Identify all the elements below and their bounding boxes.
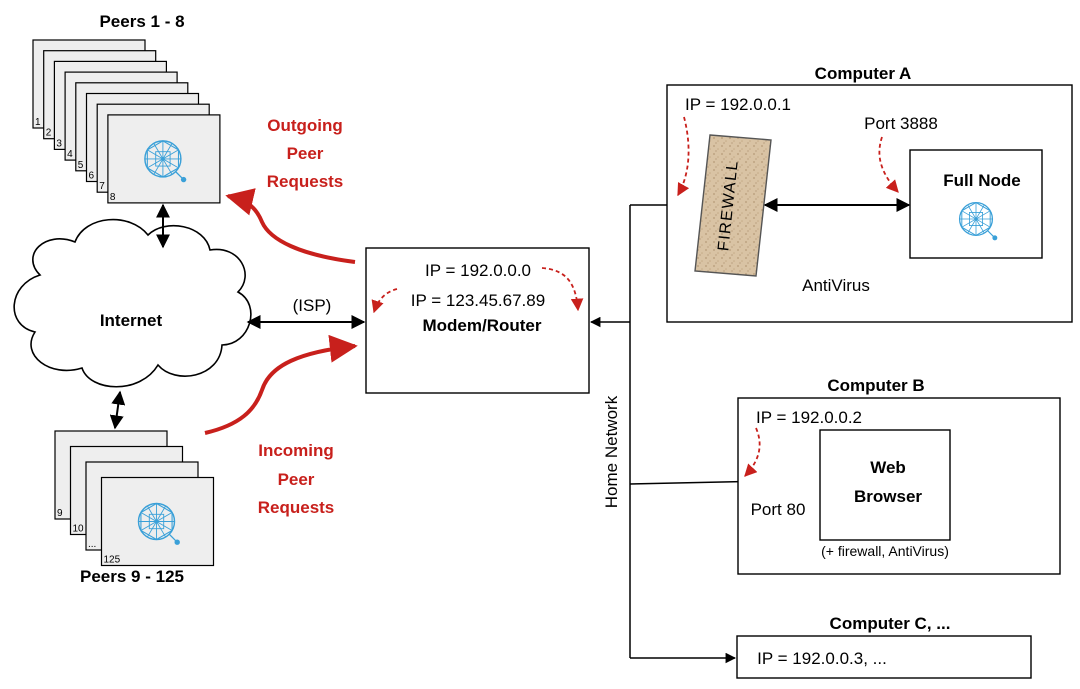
computer-c-box: [736, 635, 1032, 679]
peer-card-number: 125: [104, 555, 121, 566]
peer-card: [107, 114, 221, 204]
computer-c-title: Computer C, ...: [830, 614, 951, 633]
peer-stack-bottom: 9 10... 125: [54, 430, 215, 567]
computer-b-note: (+ firewall, AntiVirus): [821, 543, 949, 559]
outgoing-arrow: [225, 188, 356, 264]
isp-label: (ISP): [293, 296, 332, 315]
peers-bottom-title: Peers 9 - 125: [80, 567, 184, 586]
router-label: Modem/Router: [423, 316, 542, 335]
router-ip-local: IP = 192.0.0.0: [425, 261, 531, 280]
router-box: [365, 247, 590, 394]
computer-a-ip: IP = 192.0.0.1: [685, 95, 791, 114]
outgoing-label-2: Peer: [287, 144, 324, 163]
computer-a-ip-arrow: [677, 116, 690, 197]
router-nat-arrow-left: [371, 288, 398, 314]
router-nat-arrow-right: [541, 267, 584, 312]
web-browser-box: [819, 429, 951, 541]
internet-label: Internet: [100, 311, 163, 330]
computer-a-antivirus: AntiVirus: [802, 276, 870, 295]
web-browser-label-1: Web: [870, 458, 906, 477]
peer-card-number: 4: [67, 149, 73, 160]
computer-b-ip: IP = 192.0.0.2: [756, 408, 862, 427]
peer-card-number: 3: [56, 138, 62, 149]
web-browser-label-2: Browser: [854, 487, 922, 506]
home-network-label: Home Network: [602, 395, 621, 508]
computer-a-title: Computer A: [815, 64, 912, 83]
full-node-label: Full Node: [943, 171, 1020, 190]
incoming-label-3: Requests: [258, 498, 335, 517]
peer-card-number: 5: [78, 160, 84, 171]
peer-card-number: ...: [88, 539, 96, 550]
incoming-label-2: Peer: [278, 470, 315, 489]
firewall: [694, 134, 772, 277]
peers-top-title: Peers 1 - 8: [99, 12, 184, 31]
peer-card-number: 1: [35, 117, 41, 128]
bottom-peers-internet-link: [109, 390, 126, 430]
peer-card-number: 7: [99, 181, 105, 192]
outgoing-label-3: Requests: [267, 172, 344, 191]
computer-a-port: Port 3888: [864, 114, 938, 133]
peer-card-number: 2: [46, 128, 52, 139]
computer-b-port: Port 80: [751, 500, 806, 519]
incoming-label-1: Incoming: [258, 441, 334, 460]
router-ip-public: IP = 123.45.67.89: [411, 291, 545, 310]
peer-card-number: 8: [110, 192, 116, 203]
computer-b-title: Computer B: [827, 376, 924, 395]
peer-card-number: 6: [89, 171, 95, 182]
peer-card-number: 9: [57, 508, 63, 519]
computer-c-ip: IP = 192.0.0.3, ...: [757, 649, 887, 668]
outgoing-label-1: Outgoing: [267, 116, 343, 135]
computer-b-ip-arrow: [744, 427, 761, 477]
peer-card-number: 10: [73, 524, 85, 535]
incoming-arrow: [204, 334, 358, 435]
internet-cloud: [13, 218, 252, 388]
